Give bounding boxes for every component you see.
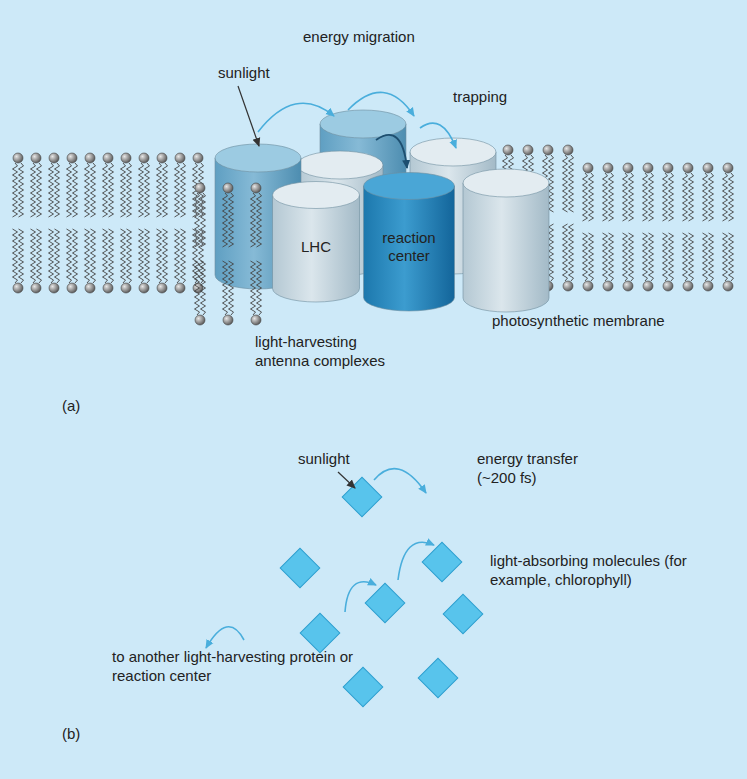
panel-letter: (a): [62, 397, 80, 416]
sunlight-label: sunlight: [218, 64, 270, 83]
lhc-cylinder: LHC: [272, 181, 360, 303]
reaction-center-cylinder: reaction center: [363, 172, 455, 312]
energy-arrows-a: [238, 86, 456, 168]
membrane-lipids-front: [195, 183, 262, 325]
node-text: reaction center: [368, 229, 450, 265]
molecule-label: light-absorbing molecules (for example, …: [490, 552, 695, 590]
process-label: trapping: [453, 88, 507, 107]
antenna-label: light-harvesting antenna complexes: [255, 333, 415, 371]
membrane-label: photosynthetic membrane: [492, 312, 665, 331]
sunlight-label: sunlight: [298, 450, 350, 469]
destination-label: to another light-harvesting protein or r…: [112, 648, 360, 686]
antenna-cylinders: [215, 110, 549, 312]
process-label: energy transfer (~200 fs): [477, 450, 607, 488]
panel-letter: (b): [62, 725, 80, 744]
process-label: energy migration: [303, 28, 415, 47]
chlorophyll-diamonds: [280, 477, 483, 707]
energy-arrows-b: [206, 469, 434, 648]
node-text: LHC: [301, 238, 331, 256]
